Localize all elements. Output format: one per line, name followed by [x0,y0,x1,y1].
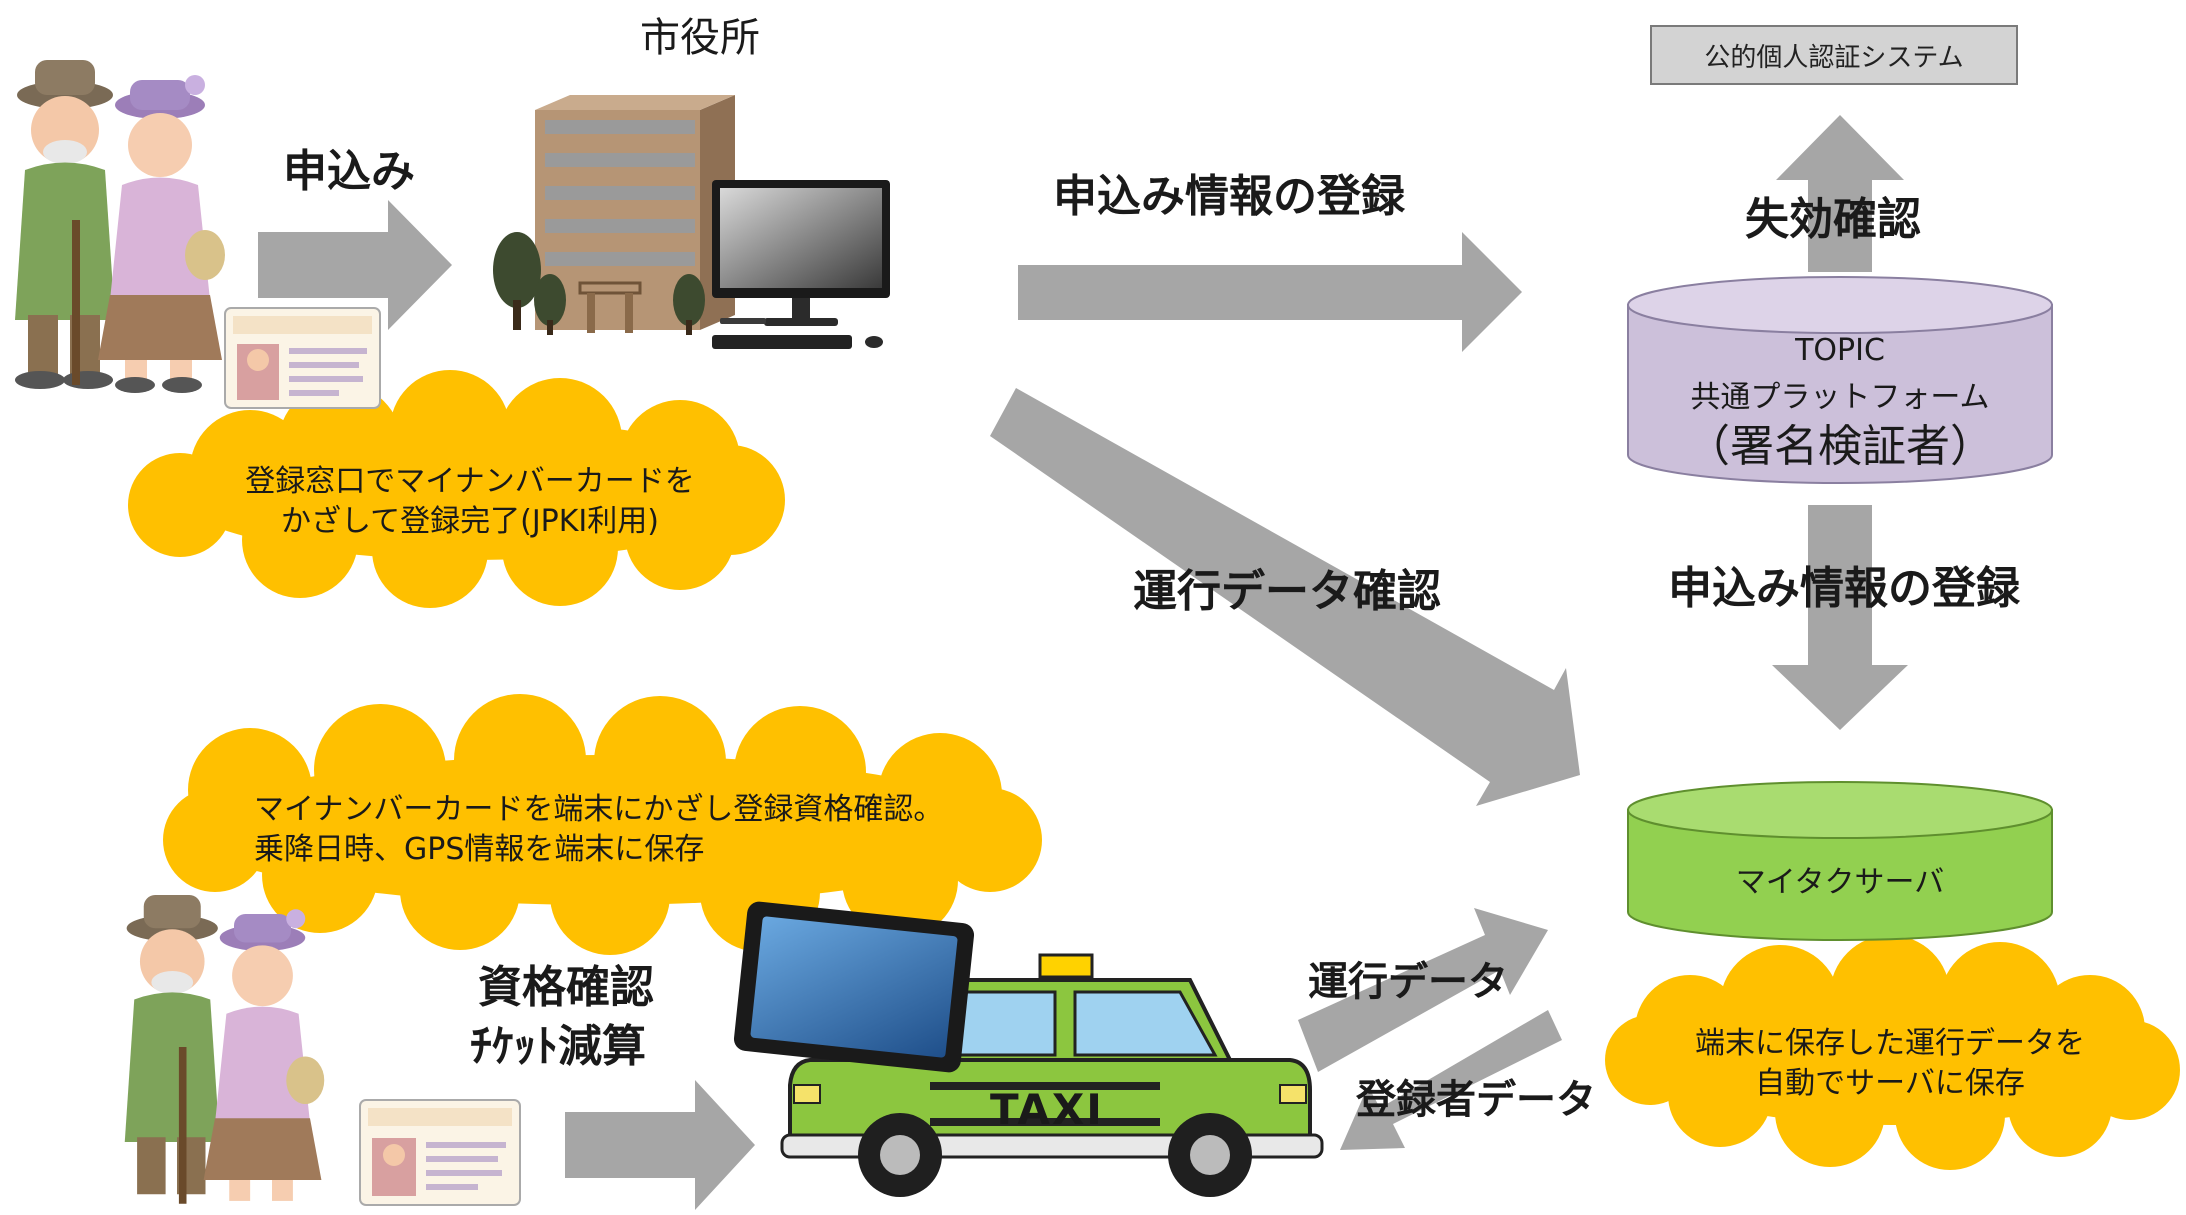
cloud-auto-save-line1: 端末に保存した運行データを [1695,1026,2085,1061]
arrow-registrant-data [1340,1010,1562,1150]
cloud-registration-line2: かざして登録完了(JPKI利用) [281,504,659,539]
cylinder-server [1627,781,2053,941]
arrow-revocation-check [1776,115,1904,272]
city-hall-building-icon [493,95,735,335]
cloud-auto-save-line2: 自動でサーバに保存 [1755,1066,2025,1101]
cloud-registration-line1: 登録窓口でマイナンバーカードを [245,464,695,499]
operation-data-label: 運行データ [1308,959,1508,1005]
cloud-terminal [163,694,1042,955]
topic-role: （署名検証者） [1686,421,1994,472]
cloud-terminal-line1: マイナンバーカードを端末にかざし登録資格確認。 [254,792,944,827]
server-name: マイタクサーバ [1735,865,1945,900]
taxi-icon [780,953,1324,1197]
qualification-check-label: 資格確認 [478,962,654,1013]
my-number-card-icon [224,307,381,409]
tablet-terminal-icon [733,901,975,1073]
cloud-auto-save [1605,935,2180,1170]
jpki-system-box: 公的個人認証システム [1650,25,2018,85]
apply-label: 申込み [283,146,415,197]
revocation-check-label: 失効確認 [1745,194,1921,245]
elderly-couple-icon [124,895,325,1204]
taxi-sign-text: TAXI [990,1085,1104,1134]
cloud-terminal-line2: 乗降日時、GPS情報を端末に保存 [254,832,705,867]
cylinder-topic [1627,276,2053,484]
arrow-register-info [1018,232,1522,352]
arrow-apply [258,200,452,330]
elderly-couple-icon [15,60,225,393]
registrant-data-label: 登録者データ [1356,1077,1596,1123]
my-number-card-icon [359,1099,521,1206]
register-info-label-right: 申込み情報の登録 [1668,563,2020,614]
operation-data-check-label: 運行データ確認 [1133,566,1441,617]
arrow-qualification [565,1080,755,1210]
topic-platform: 共通プラットフォーム [1690,380,1990,415]
arrow-register-down [1772,505,1908,730]
register-info-label-top: 申込み情報の登録 [1053,171,1405,222]
cloud-registration [128,370,785,608]
arrow-operation-data [1298,908,1548,1072]
city-hall-label: 市役所 [640,15,760,61]
ticket-deduction-label: ﾁｹｯﾄ減算 [470,1021,646,1072]
desktop-computer-icon [712,180,890,349]
arrow-operation-data-check [990,388,1580,806]
topic-name: TOPIC [1795,333,1885,368]
